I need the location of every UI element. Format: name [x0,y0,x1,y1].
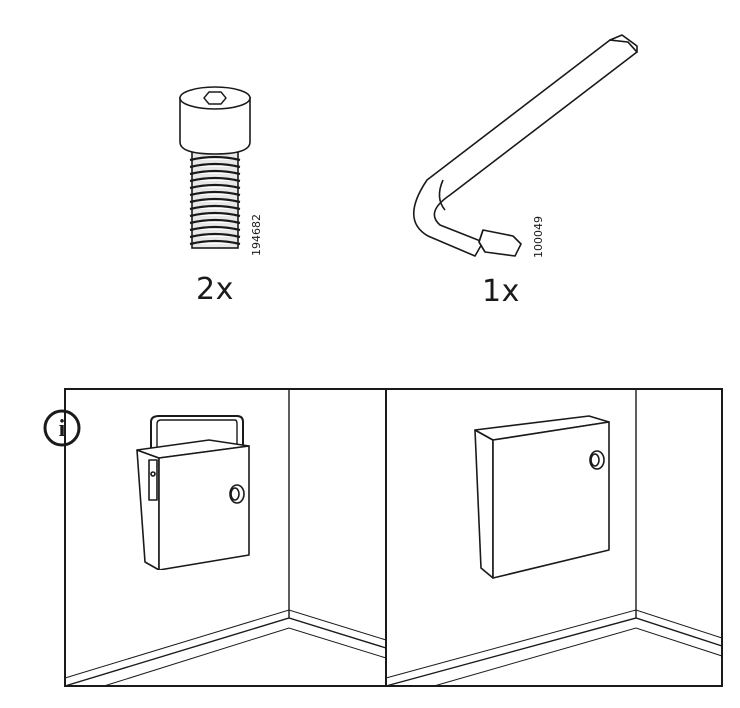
quantity-screw: 2x [196,272,234,307]
box-with-handle-icon [136,415,250,570]
part-code-allen-key: 100049 [532,216,545,258]
part-code-screw: 194682 [250,214,263,256]
screw-part [170,80,280,270]
box-without-handle-icon [474,415,610,579]
screw-icon [179,86,251,249]
info-symbol: i [59,416,66,442]
info-icon: i [42,408,82,448]
quantity-allen-key: 1x [482,274,520,309]
allen-key-part [395,30,645,270]
allen-key-icon [413,34,638,257]
illustration-panels [64,388,724,688]
